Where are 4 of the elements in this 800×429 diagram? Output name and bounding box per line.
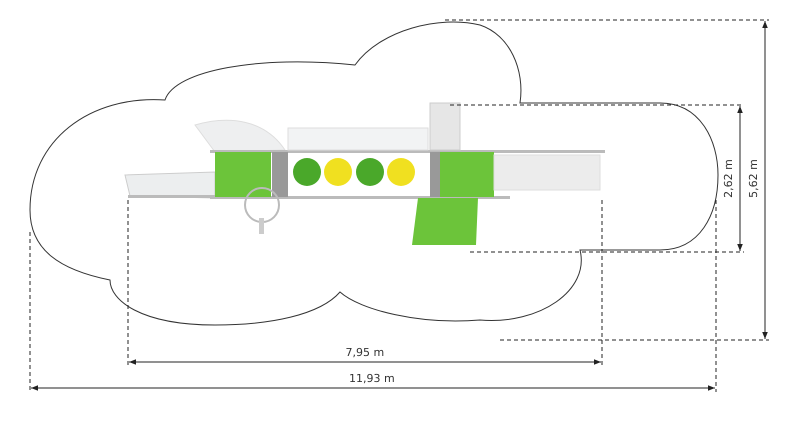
dimension-label: 5,62 m: [746, 158, 760, 198]
dimension-label: 11,93 m: [349, 372, 395, 384]
dimension-label: 2,62 m: [721, 158, 734, 198]
dimension-label: 7,95 m: [346, 346, 384, 358]
